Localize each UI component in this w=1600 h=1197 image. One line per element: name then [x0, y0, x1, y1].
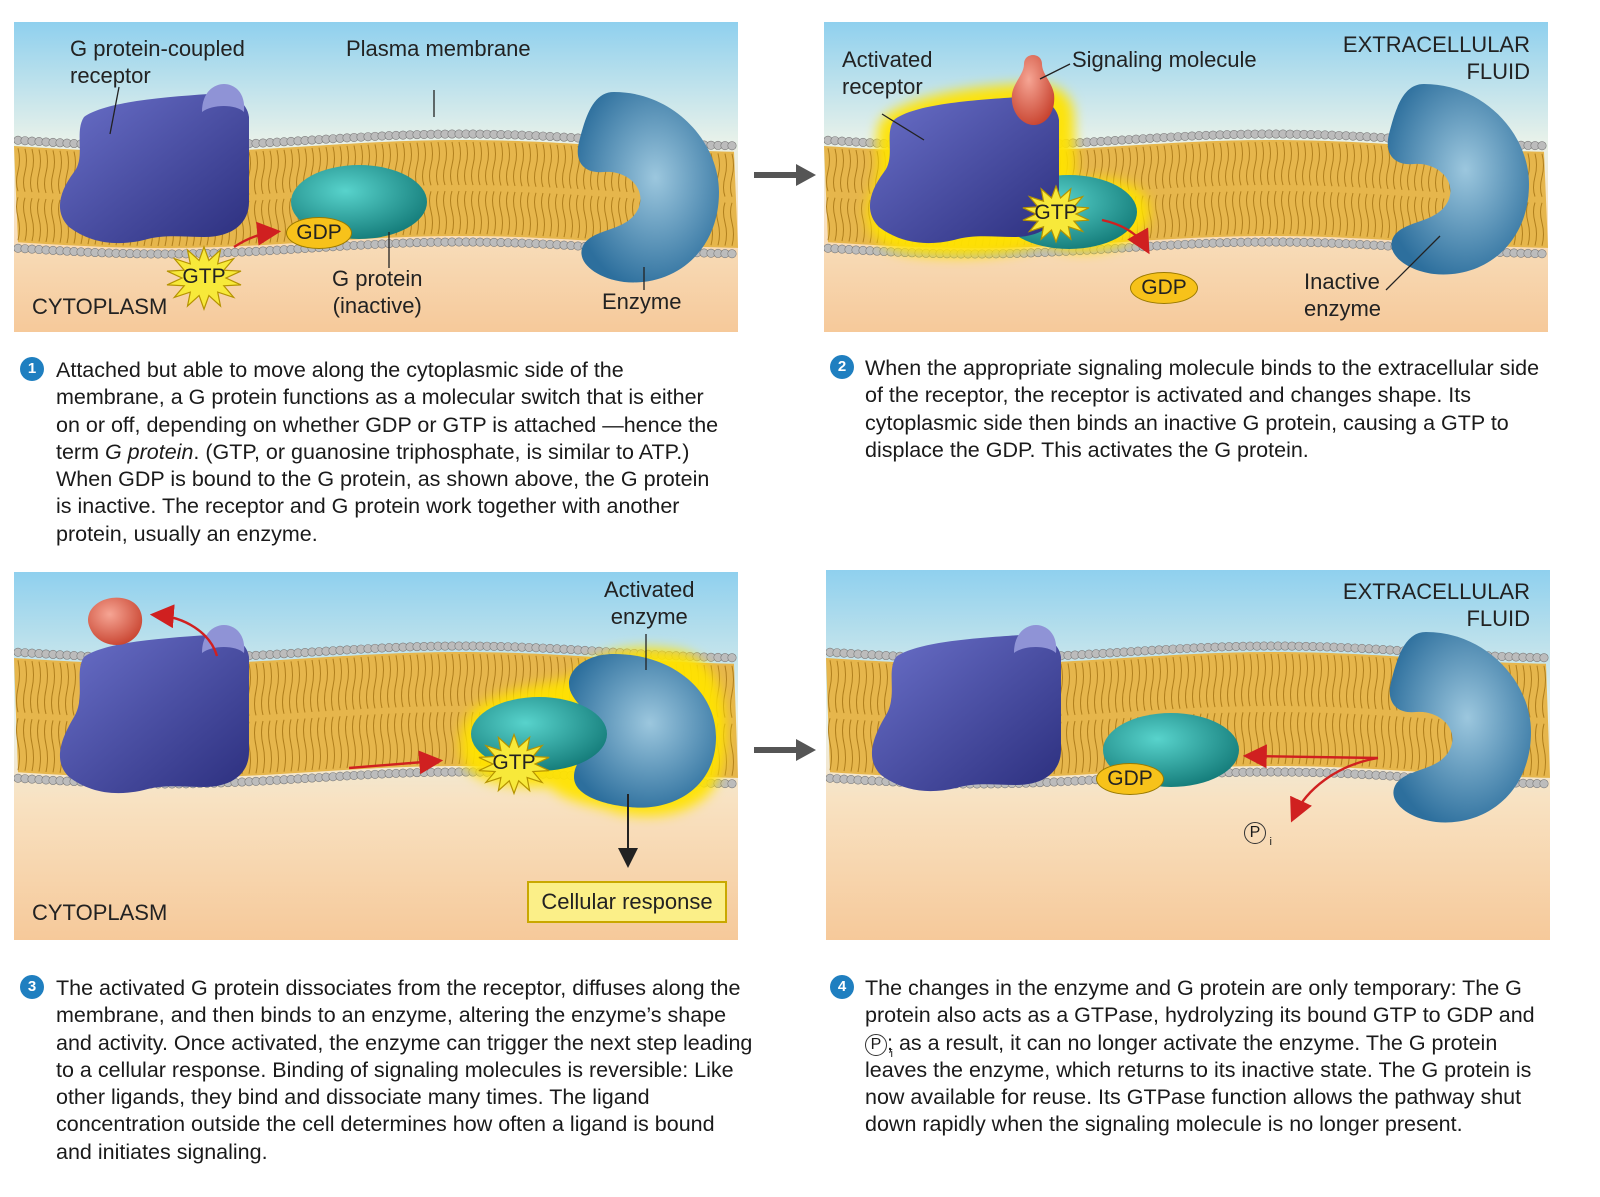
gtp-label: GTP [492, 751, 536, 774]
step-1-text-a: Attached but able to move along the cyto… [56, 358, 719, 464]
label-extracellular-fluid: EXTRACELLULAR FLUID [1342, 579, 1530, 631]
step-2-caption: When the appropriate signaling molecule … [865, 355, 1555, 464]
panel-4-illustration [826, 570, 1550, 940]
step-1-text-b: . (GTP, or guanosine triphosphate, is si… [56, 439, 710, 546]
panel-1-illustration [14, 22, 738, 332]
receptor-leader [109, 86, 120, 135]
panel-3-illustration [14, 572, 738, 940]
return-arrow [1242, 744, 1379, 769]
enzyme-shape [1389, 632, 1531, 823]
enzyme-shape [577, 92, 719, 283]
enzyme-leader [1385, 235, 1441, 291]
gdp-badge: GDP [1130, 272, 1198, 304]
step-4-text-a: The changes in the enzyme and G protein … [865, 976, 1535, 1028]
label-g-protein: G protein (inactive) [332, 266, 423, 318]
panel-2-illustration [824, 22, 1548, 332]
panel-enzyme-activation: Activated enzyme GTP Cellular response C… [14, 572, 738, 940]
gtp-burst [166, 245, 242, 311]
step-3-caption: The activated G protein dissociates from… [56, 975, 756, 1166]
gdp-badge: GDP [1096, 763, 1164, 795]
step-2-text: When the appropriate signaling molecule … [865, 356, 1540, 462]
receptor-shape [59, 84, 250, 244]
enzyme-shape [569, 654, 716, 808]
cellular-response-box: Cellular response [527, 881, 727, 923]
phosphate-letter: P [1249, 824, 1261, 841]
receptor-leader [881, 113, 925, 141]
label-extracellular-fluid: EXTRACELLULAR FLUID [1342, 32, 1530, 84]
label-plasma-membrane: Plasma membrane [346, 36, 531, 61]
step-4-caption: The changes in the enzyme and G protein … [865, 975, 1555, 1139]
label-activated-enzyme: Activated enzyme [604, 577, 695, 629]
signal-leader [1039, 63, 1071, 80]
step-1-caption: Attached but able to move along the cyto… [56, 357, 726, 548]
diffusion-arrow [348, 750, 444, 775]
gtp-label: GTP [1034, 201, 1078, 224]
gtp-burst [1022, 184, 1090, 244]
step-number-3: 3 [20, 975, 44, 999]
gtp-arrow [233, 221, 282, 249]
receptor-shape [59, 625, 250, 794]
step-arrow-3-4 [754, 739, 816, 761]
signaling-molecule [88, 597, 143, 646]
gdp-badge: GDP [286, 217, 352, 249]
step-number-2: 2 [830, 355, 854, 379]
label-cytoplasm: CYTOPLASM [32, 900, 168, 925]
step-4-pi-sub: i [890, 1047, 893, 1060]
phosphate-subscript: i [1269, 836, 1272, 848]
step-number-1: 1 [20, 357, 44, 381]
signaling-molecule [1011, 55, 1055, 125]
release-arrow [149, 604, 219, 657]
step-4-pi-letter: P [870, 1035, 882, 1053]
panel-inactive-state: G protein-coupled receptor Plasma membra… [14, 22, 738, 332]
gdp-release-arrow [1101, 218, 1150, 255]
label-gpcr: G protein-coupled receptor [70, 36, 245, 88]
label-inactive-enzyme: Inactive enzyme [1304, 269, 1382, 321]
step-4-text-b: ; as a result, it can no longer activate… [865, 1030, 1532, 1137]
step-arrow-1-2 [754, 164, 816, 186]
step-3-text: The activated G protein dissociates from… [56, 976, 753, 1164]
step-number-4: 4 [830, 975, 854, 999]
pi-release-arrow [1290, 756, 1379, 823]
enzyme-shape [1387, 84, 1529, 275]
label-signaling-molecule: Signaling molecule [1072, 47, 1257, 72]
label-activated-receptor: Activated receptor [842, 47, 933, 99]
panel-receptor-activation: Activated receptor Signaling molecule EX… [824, 22, 1548, 332]
receptor-shape [871, 625, 1061, 792]
gtp-burst [478, 732, 550, 796]
gtp-label: GTP [182, 265, 226, 288]
receptor-shape [869, 96, 1059, 244]
label-enzyme: Enzyme [602, 289, 682, 314]
label-cytoplasm: CYTOPLASM [32, 294, 168, 319]
step-1-term: G protein [104, 439, 194, 464]
